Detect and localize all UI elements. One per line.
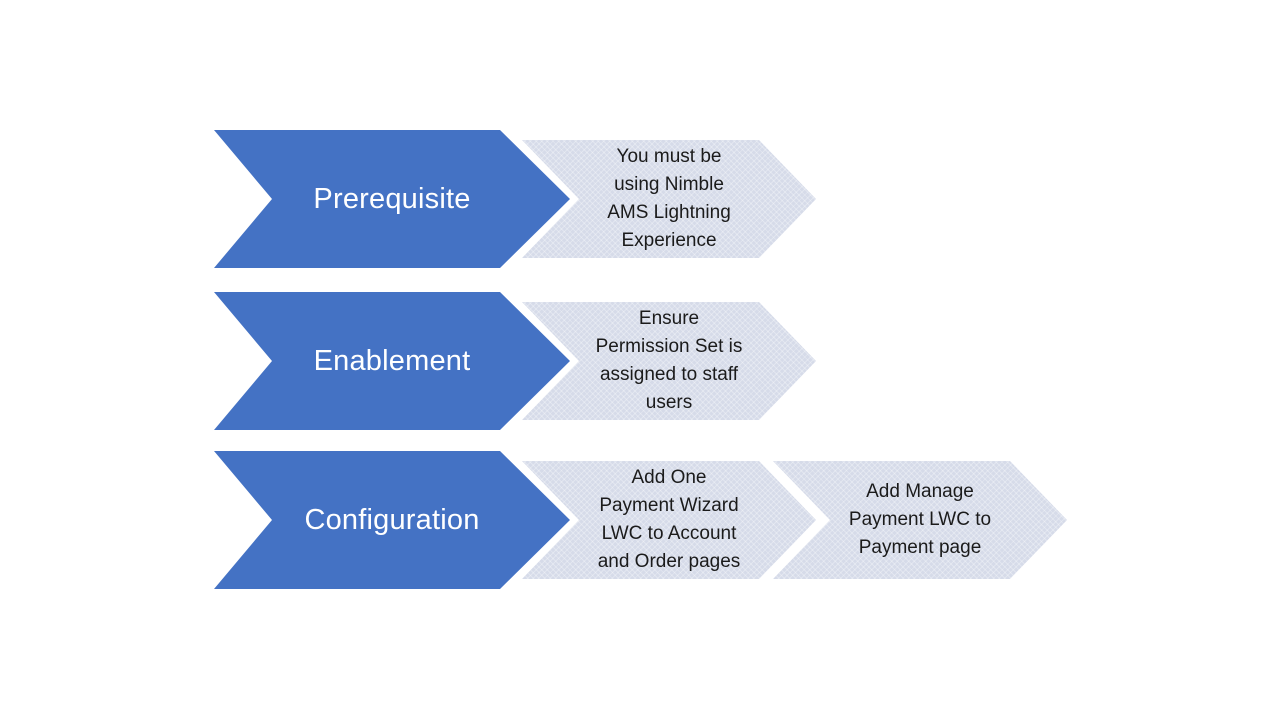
stage-label-enablement: Enablement: [313, 344, 471, 377]
detail-text-configuration-1: Add One Payment Wizard LWC to Account an…: [597, 467, 741, 572]
detail-chevron-configuration-2: Add Manage Payment LWC to Payment page: [773, 461, 1067, 579]
stage-chevron-enablement: Enablement: [214, 292, 570, 430]
detail-text-enablement: Ensure Permission Set is assigned to sta…: [595, 308, 743, 413]
stage-chevron-prerequisite: Prerequisite: [214, 130, 570, 268]
detail-text-configuration-2: Add Manage Payment LWC to Payment page: [848, 481, 992, 558]
detail-chevron-prerequisite: You must be using Nimble AMS Lightning E…: [522, 140, 816, 258]
stage-chevron-configuration: Configuration: [214, 451, 570, 589]
stage-label-prerequisite: Prerequisite: [313, 182, 471, 215]
stage-label-configuration: Configuration: [304, 503, 480, 536]
detail-text-prerequisite: You must be using Nimble AMS Lightning E…: [607, 146, 731, 251]
